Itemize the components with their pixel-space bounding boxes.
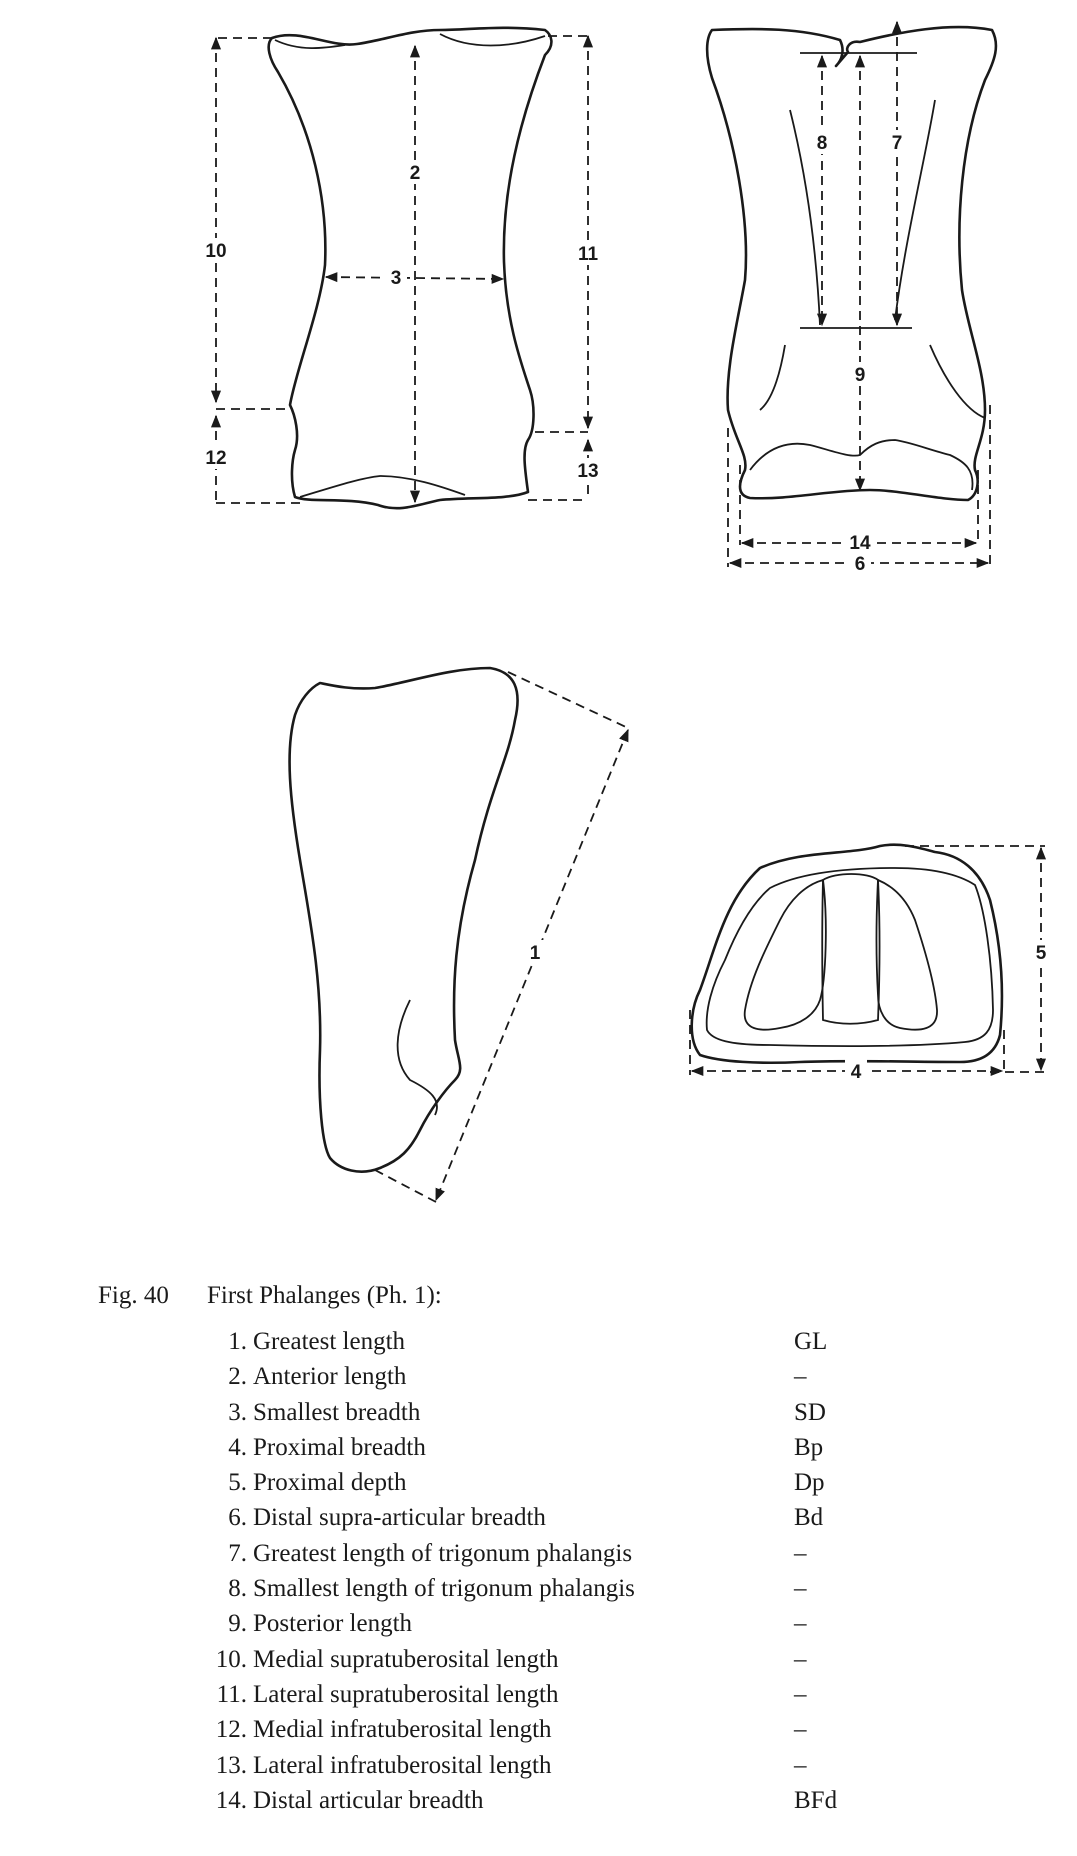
measurement-row: 9.Posterior length – [200, 1606, 900, 1641]
phalanx-figure: 2 3 10 12 11 13 [200, 20, 1052, 1203]
measurement-number: 1. [228, 1328, 247, 1355]
measurement-row: 10.Medial supratuberosital length – [200, 1642, 900, 1677]
measurement-5: 5 [905, 845, 1052, 1073]
label-10: 10 [205, 241, 226, 262]
label-3: 3 [391, 268, 402, 289]
label-7: 7 [892, 133, 903, 154]
measurement-number: 7. [228, 1539, 247, 1567]
measurement-abbreviation: – [794, 1610, 807, 1638]
measurement-abbreviation: BFd [794, 1786, 838, 1814]
measurement-6: 6 [727, 405, 991, 575]
proximal-view [690, 843, 1004, 1065]
measurement-name: Anterior length [253, 1363, 407, 1391]
measurement-name: Smallest breadth [253, 1398, 421, 1426]
measurement-11: 11 [535, 34, 604, 433]
measurement-abbreviation: – [794, 1575, 807, 1603]
measurement-list: 1.Greatest length GL 2.Anterior length – 3… [200, 1324, 900, 1818]
measurement-name: Distal articular breadth [253, 1786, 484, 1814]
measurement-1: 1 [374, 671, 629, 1203]
lateral-view [288, 666, 519, 1173]
measurement-number: 10. [215, 1645, 247, 1673]
figure-title: First Phalanges (Ph. 1): [207, 1282, 442, 1309]
measurement-name: Smallest length of trigonum phalangis [253, 1575, 635, 1603]
measurement-number: 4. [228, 1433, 247, 1461]
measurement-name: Proximal breadth [253, 1433, 426, 1461]
measurement-7: 7 [800, 20, 917, 327]
measurement-number: 3. [228, 1398, 247, 1426]
measurement-10: 10 [200, 36, 290, 410]
measurement-row: 2.Anterior length – [200, 1359, 900, 1394]
measurement-12: 12 [200, 414, 300, 504]
figure-caption: Fig. 40 First Phalanges (Ph. 1): 1.Great… [0, 1282, 1077, 1852]
measurement-number: 13. [215, 1751, 247, 1779]
measurement-abbreviation: – [794, 1751, 807, 1779]
measurement-abbreviation: Bp [794, 1433, 824, 1461]
measurement-abbreviation: Bd [794, 1504, 824, 1532]
measurement-row: 11.Lateral supratuberosital length – [200, 1677, 900, 1712]
measurement-number: 12. [215, 1716, 247, 1744]
measurement-3: 3 [324, 265, 505, 289]
anterior-view [267, 26, 553, 510]
measurement-row: 14.Distal articular breadth BFd [200, 1783, 900, 1818]
measurement-row: 12.Medial infratuberosital length – [200, 1712, 900, 1747]
measurement-name: Medial infratuberosital length [253, 1716, 552, 1744]
measurement-number: 14. [215, 1786, 247, 1814]
label-1: 1 [530, 943, 541, 964]
measurement-abbreviation: – [794, 1363, 807, 1391]
measurement-number: 8. [228, 1575, 247, 1603]
measurement-abbreviation: – [794, 1680, 807, 1708]
label-13: 13 [577, 461, 598, 482]
measurement-number: 11. [216, 1680, 247, 1708]
measurement-name: Greatest length of trigonum phalangis [253, 1539, 633, 1567]
measurement-row: 8.Smallest length of trigonum phalangis – [200, 1571, 900, 1606]
measurement-number: 6. [228, 1504, 247, 1532]
measurement-13: 13 [528, 438, 604, 501]
measurement-name: Posterior length [253, 1610, 413, 1638]
measurement-row: 5.Proximal depth Dp [200, 1465, 900, 1500]
measurement-abbreviation: SD [794, 1398, 826, 1426]
measurement-abbreviation: – [794, 1539, 807, 1567]
measurement-name: Greatest length [253, 1328, 406, 1355]
measurement-number: 9. [228, 1610, 247, 1638]
measurement-row: 7.Greatest length of trigonum phalangis – [200, 1536, 900, 1571]
label-14: 14 [849, 533, 871, 554]
measurement-4: 4 [689, 1010, 1005, 1083]
label-4: 4 [851, 1062, 862, 1083]
measurement-number: 5. [228, 1469, 247, 1497]
measurement-name: Distal supra-articular breadth [253, 1504, 546, 1532]
label-2: 2 [410, 163, 421, 184]
measurement-abbreviation: GL [794, 1328, 828, 1355]
measurement-number: 2. [228, 1363, 247, 1391]
label-8: 8 [817, 133, 828, 154]
figure-number: Fig. 40 [98, 1282, 169, 1309]
measurement-abbreviation: – [794, 1716, 807, 1744]
measurement-row: 4.Proximal breadth Bp [200, 1430, 900, 1465]
label-12: 12 [205, 448, 226, 469]
measurement-14: 14 [739, 465, 979, 554]
measurement-row: 13.Lateral infratuberosital length – [200, 1748, 900, 1783]
measurement-row: 6.Distal supra-articular breadth Bd [200, 1500, 900, 1535]
measurement-9: 9 [800, 54, 912, 492]
measurement-name: Proximal depth [253, 1469, 407, 1497]
measurement-8: 8 [811, 54, 833, 327]
measurement-abbreviation: – [794, 1645, 807, 1673]
label-6: 6 [855, 554, 866, 575]
measurement-row: 3.Smallest breadth SD [200, 1395, 900, 1430]
label-5: 5 [1036, 943, 1047, 964]
measurement-name: Lateral infratuberosital length [253, 1751, 552, 1779]
label-11: 11 [578, 244, 599, 265]
measurement-row: 1.Greatest length GL [200, 1324, 900, 1359]
posterior-view [705, 25, 998, 502]
label-9: 9 [855, 365, 866, 386]
measurement-2: 2 [404, 44, 426, 504]
measurement-name: Lateral supratuberosital length [253, 1680, 559, 1708]
measurement-name: Medial supratuberosital length [253, 1645, 559, 1673]
measurement-abbreviation: Dp [794, 1469, 825, 1497]
